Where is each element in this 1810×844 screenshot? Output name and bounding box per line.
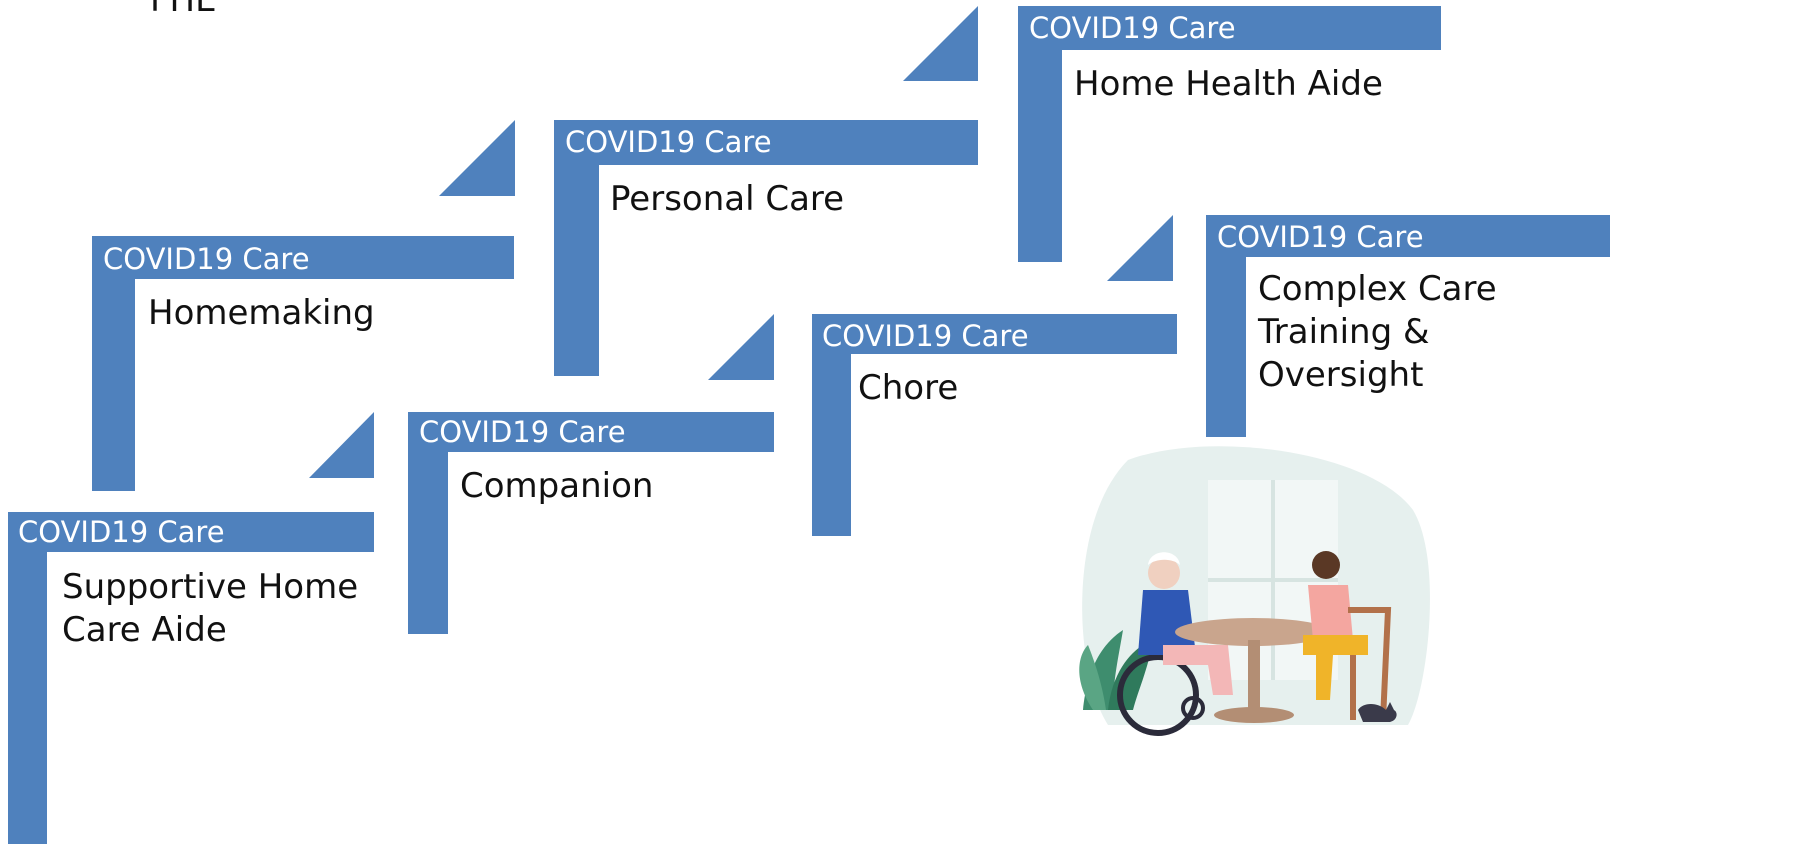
step-header: COVID19 Care [565,125,772,159]
step-label: Personal Care [610,179,845,219]
arrow-triangle-2 [439,120,515,196]
step-header: COVID19 Care [1217,220,1424,254]
step-label: Companion [460,466,654,506]
step-label: Supportive Home Care Aide [62,567,359,650]
step-label: Home Health Aide [1074,64,1383,104]
step-header: COVID19 Care [822,319,1029,353]
step-header: COVID19 Care [18,515,225,549]
arrow-triangle-1 [309,412,374,478]
caregiver-illustration [1079,446,1430,736]
step-label: Complex Care Training & Oversight [1258,269,1497,395]
step-header: COVID19 Care [419,415,626,449]
arrow-triangle-5 [1107,215,1173,281]
step-header: COVID19 Care [103,242,310,276]
step-label: Chore [858,368,959,408]
step-header: COVID19 Care [1029,11,1236,45]
arrow-triangle-4 [903,6,978,81]
arrow-triangle-3 [708,314,774,380]
top-text-fragment: FHE [150,0,217,20]
step-label: Homemaking [148,293,375,333]
